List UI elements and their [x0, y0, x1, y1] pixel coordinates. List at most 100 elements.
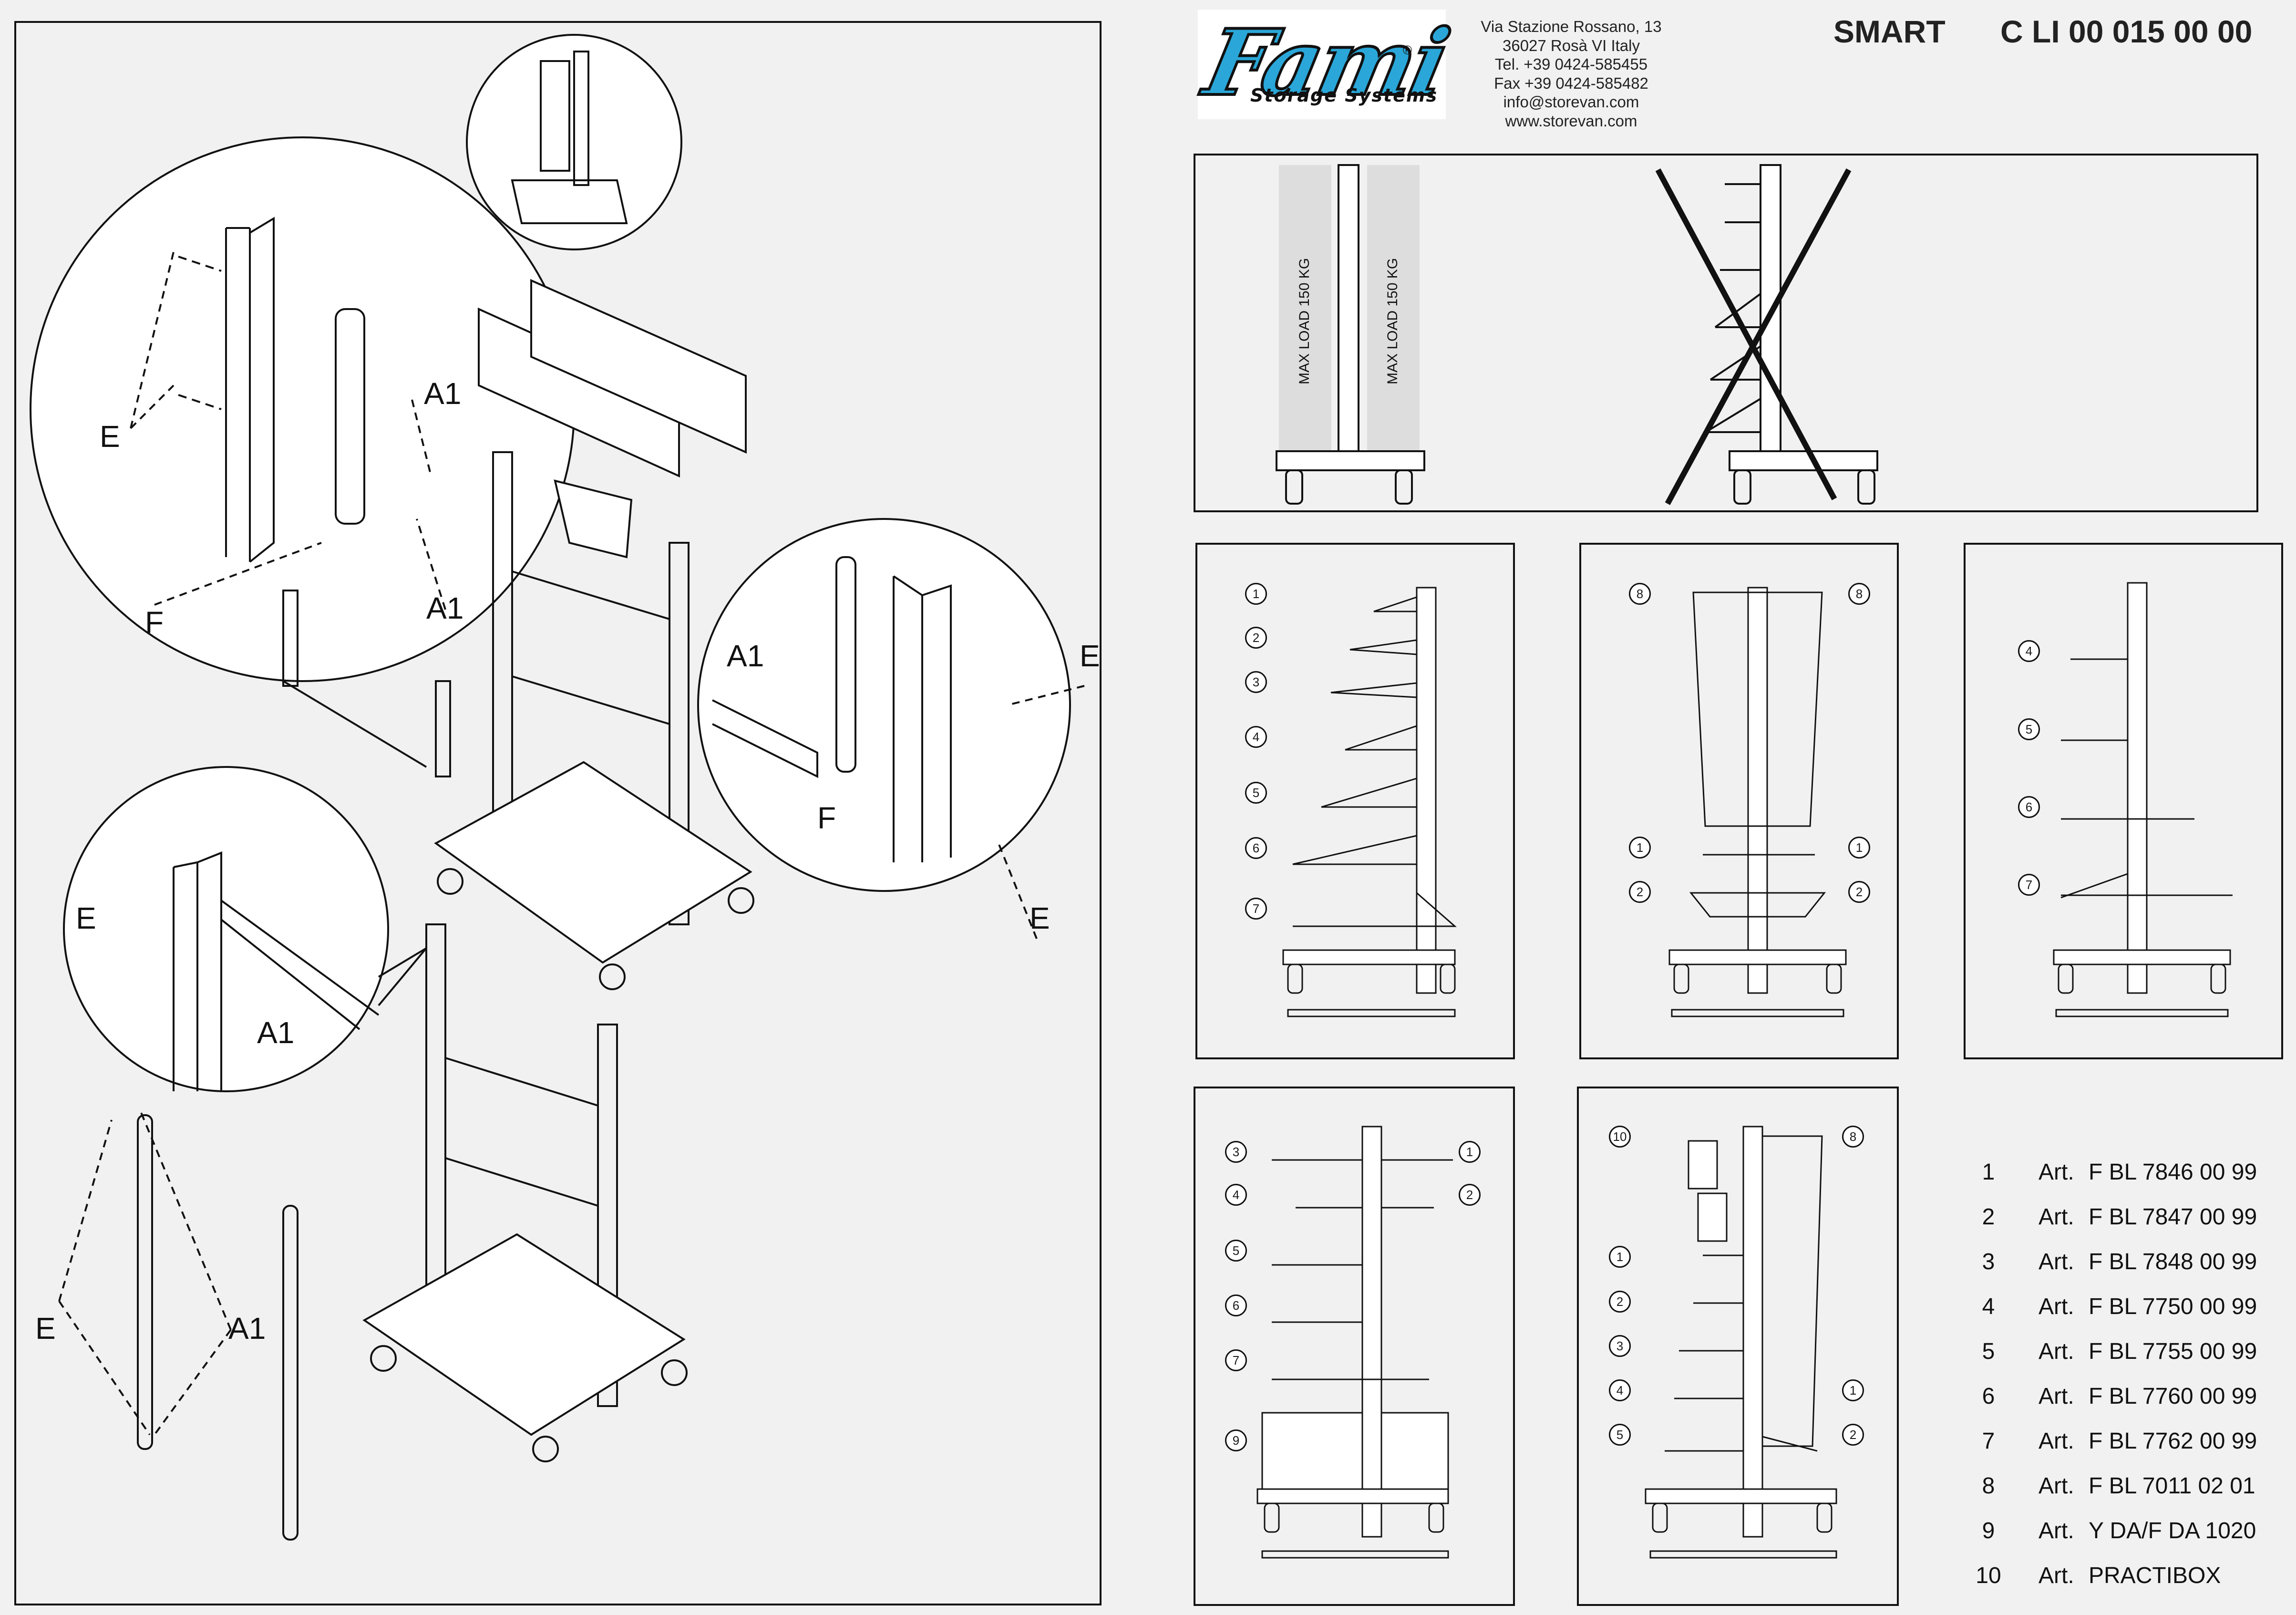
legend-number: 4: [1982, 1294, 1995, 1319]
config-4-drawing: [1256, 1126, 1453, 1559]
config-panel-2: 8 1 2 8 1 2: [1579, 543, 1899, 1059]
callout-E-3: E: [1030, 901, 1050, 935]
legend-art: Art.: [2039, 1339, 2074, 1364]
callout-A1-2: A1: [426, 591, 464, 625]
legend-number: 7: [1982, 1429, 1995, 1454]
address-phone: Tel. +39 0424-585455: [1494, 55, 1648, 73]
config-2-drawing: [1668, 587, 1847, 1017]
address-city: 36027 Rosà VI Italy: [1502, 36, 1640, 54]
config-3-drawing: [2053, 582, 2233, 1017]
config-1-item-6: 6: [1245, 837, 1267, 859]
legend-code: F BL 7847 00 99: [2089, 1204, 2257, 1230]
config-1-item-2: 2: [1245, 627, 1267, 649]
legend-art: Art.: [2039, 1429, 2074, 1454]
config-5-left-item-5: 5: [1609, 1424, 1631, 1446]
max-load-label-2: MAX LOAD 150 KG: [1385, 258, 1400, 384]
config-5-left-item-3: 3: [1609, 1335, 1631, 1357]
legend-art: Art.: [2039, 1563, 2074, 1588]
config-2-left-item-1: 1: [1629, 837, 1651, 859]
config-1-item-4: 4: [1245, 726, 1267, 748]
config-3-item-7: 7: [2018, 874, 2040, 896]
legend-art: Art.: [2039, 1294, 2074, 1319]
config-4-right-item-2: 2: [1459, 1184, 1481, 1206]
config-4-left-item-3: 3: [1225, 1141, 1247, 1163]
legend-code: F BL 7762 00 99: [2089, 1429, 2257, 1454]
legend-number: 8: [1982, 1473, 1995, 1499]
assembly-drawing: [30, 34, 1085, 1541]
config-1-item-1: 1: [1245, 583, 1267, 605]
config-5-left-item-1: 1: [1609, 1246, 1631, 1268]
logo-registered-mark: ®: [1403, 43, 1412, 57]
config-2-right-item-1: 1: [1848, 837, 1870, 859]
legend-code: F BL 7755 00 99: [2089, 1339, 2257, 1364]
legend-code: F BL 7760 00 99: [2089, 1384, 2257, 1409]
config-5-drawing: [1645, 1126, 1837, 1559]
legend-art: Art.: [2039, 1473, 2074, 1499]
address-fax: Fax +39 0424-585482: [1494, 74, 1648, 92]
config-2-right-item-8: 8: [1848, 583, 1870, 605]
legend-number: 10: [1976, 1563, 2001, 1588]
legend-code: PRACTIBOX: [2089, 1563, 2221, 1588]
legend-art: Art.: [2039, 1384, 2074, 1409]
product-code: C LI 00 015 00 00: [2000, 14, 2253, 49]
address-email: info@storevan.com: [1503, 93, 1639, 111]
config-5-right-item-1: 1: [1842, 1379, 1864, 1401]
legend-code: Y DA/F DA 1020: [2089, 1518, 2256, 1543]
legend-code: F BL 7848 00 99: [2089, 1249, 2257, 1274]
config-panel-5: 10 1 2 3 4 5 8 1 2: [1577, 1087, 1899, 1606]
config-1-item-5: 5: [1245, 782, 1267, 804]
config-5-left-item-4: 4: [1609, 1379, 1631, 1401]
config-4-left-item-5: 5: [1225, 1240, 1247, 1262]
legend-number: 5: [1982, 1339, 1995, 1364]
legend-code: F BL 7011 02 01: [2089, 1473, 2255, 1499]
config-2-left-item-2: 2: [1629, 881, 1651, 903]
fami-logo: Fami ® Storage Systems: [1194, 8, 1457, 119]
callout-A1-1: A1: [424, 376, 462, 411]
callout-E-4: E: [76, 901, 96, 935]
callout-E-5: E: [35, 1311, 56, 1346]
legend-art: Art.: [2039, 1159, 2074, 1185]
config-panel-1: 1 2 3 4 5 6 7: [1195, 543, 1515, 1059]
load-panel-drawing: [1276, 164, 1878, 505]
config-4-left-item-6: 6: [1225, 1294, 1247, 1316]
config-1-drawing: [1282, 587, 1457, 1017]
company-address: Via Stazione Rossano, 13 36027 Rosà VI I…: [1469, 17, 1674, 130]
config-4-right-item-1: 1: [1459, 1141, 1481, 1163]
config-5-right-item-8: 8: [1842, 1126, 1864, 1148]
address-website: www.storevan.com: [1505, 112, 1637, 130]
callout-F-1: F: [145, 605, 164, 640]
config-5-right-item-2: 2: [1842, 1424, 1864, 1446]
address-street: Via Stazione Rossano, 13: [1481, 18, 1662, 35]
config-3-item-4: 4: [2018, 640, 2040, 662]
legend-number: 2: [1982, 1204, 1995, 1230]
legend-code: F BL 7750 00 99: [2089, 1294, 2257, 1319]
legend-art: Art.: [2039, 1204, 2074, 1230]
assembly-drawing-panel: E A1 A1 F A1 E F E E A1 E A1: [14, 21, 1102, 1605]
callout-A1-3: A1: [727, 639, 764, 673]
callout-F-2: F: [817, 801, 836, 835]
callout-E-2: E: [1080, 639, 1100, 673]
legend-code: F BL 7846 00 99: [2089, 1159, 2257, 1185]
config-1-item-7: 7: [1245, 898, 1267, 920]
config-5-left-item-2: 2: [1609, 1291, 1631, 1313]
callout-E-1: E: [100, 419, 120, 454]
callout-A1-5: A1: [228, 1311, 266, 1346]
config-2-right-item-2: 2: [1848, 881, 1870, 903]
config-3-item-5: 5: [2018, 718, 2040, 740]
callout-A1-4: A1: [257, 1015, 295, 1050]
product-name: SMART: [1833, 14, 1946, 49]
config-5-left-item-10: 10: [1609, 1126, 1631, 1148]
logo-subtitle: Storage Systems: [1250, 85, 1438, 106]
config-4-left-item-9: 9: [1225, 1429, 1247, 1451]
config-1-item-3: 3: [1245, 671, 1267, 693]
max-load-label-1: MAX LOAD 150 KG: [1297, 258, 1312, 384]
config-4-left-item-4: 4: [1225, 1184, 1247, 1206]
legend-art: Art.: [2039, 1249, 2074, 1274]
legend-number: 1: [1982, 1159, 1995, 1185]
legend-number: 9: [1982, 1518, 1995, 1543]
legend-number: 3: [1982, 1249, 1995, 1274]
config-4-left-item-7: 7: [1225, 1349, 1247, 1371]
config-3-item-6: 6: [2018, 796, 2040, 818]
load-panel: MAX LOAD 150 KG MAX LOAD 150 KG: [1194, 154, 2258, 512]
config-panel-3: 4 5 6 7: [1964, 543, 2283, 1059]
